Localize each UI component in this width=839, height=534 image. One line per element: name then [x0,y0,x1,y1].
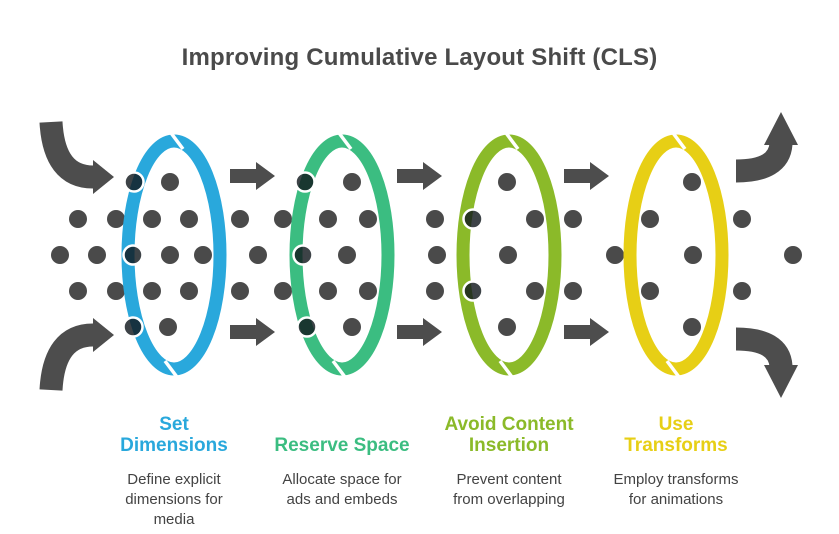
content-dot [733,282,751,300]
shifted-dot [462,280,484,302]
content-dot [498,318,516,336]
content-dot [231,282,249,300]
content-dot [784,246,802,264]
inflow-arrow-top-left-body [39,121,94,189]
content-dot [498,173,516,191]
content-dot [359,282,377,300]
content-dot [684,246,702,264]
outflow-arrow-top-right [735,112,798,183]
flow-arrow-icon [230,318,275,346]
flow-arrow-icon [564,162,609,190]
ring-seam-top [337,131,353,151]
content-dot [641,210,659,228]
step-label-reserve-space: Reserve Space [274,435,410,456]
content-dot [107,210,125,228]
content-dot [606,246,624,264]
step-label-avoid-content-insertion: Avoid Content Insertion [444,414,574,456]
shifted-dot [294,171,316,193]
step-description-use-transforms: Employ transforms for animations [613,471,739,508]
content-dot [159,318,177,336]
ring-seam-top [671,131,687,151]
shifted-dot [123,171,145,193]
content-dot [194,246,212,264]
content-dot [359,210,377,228]
content-dot [683,173,701,191]
content-dot [249,246,267,264]
content-dot [180,282,198,300]
step-column-avoid-content-insertion: Avoid Content Insertion Prevent content … [417,408,601,510]
step-label-set-dimensions: Set Dimensions [120,414,228,456]
content-dot [343,318,361,336]
step-column-use-transforms: Use Transforms Employ transforms for ani… [584,408,768,510]
content-dot [88,246,106,264]
outflow-arrow-bottom-right [735,327,798,398]
inflow-arrow-bottom-left [39,318,114,391]
shifted-dot [122,244,144,266]
outflow-arrow-bottom-right-head [764,365,798,398]
inflow-arrow-top-left-head [93,160,114,194]
ring-seam-top [169,131,185,151]
outflow-arrow-bottom-right-body [735,327,793,368]
content-dot [426,210,444,228]
content-dot [641,282,659,300]
content-dot [51,246,69,264]
inflow-arrow-bottom-left-head [93,318,114,352]
step-column-set-dimensions: Set Dimensions Define explicit dimension… [82,408,266,530]
content-dot [564,282,582,300]
highlighted-dots [122,171,484,338]
step-column-reserve-space: Reserve Space Allocate space for ads and… [250,408,434,510]
flow-arrow-icon [397,162,442,190]
ring-seam-top [504,131,520,151]
step-description-avoid-content-insertion: Prevent content from overlapping [453,471,565,508]
ring-seam-bottom [163,359,179,379]
content-dot [683,318,701,336]
content-dot [180,210,198,228]
content-dot [274,210,292,228]
straight-arrows [230,162,609,346]
content-dot [161,173,179,191]
content-dot [426,282,444,300]
shifted-dot [292,244,314,266]
step-label-use-transforms: Use Transforms [624,414,728,456]
content-dot [319,210,337,228]
content-dot [733,210,751,228]
content-dot [231,210,249,228]
content-dot [343,173,361,191]
ring-seam-bottom [331,359,347,379]
content-dot [274,282,292,300]
flow-arrow-icon [230,162,275,190]
ring-seam-bottom [665,359,681,379]
shifted-dot [122,316,144,338]
inflow-arrow-top-left [39,121,114,194]
content-dot [143,282,161,300]
flow-arrow-icon [397,318,442,346]
content-dot [319,282,337,300]
page-title: Improving Cumulative Layout Shift (CLS) [181,44,658,71]
content-dot [338,246,356,264]
plain-dots [51,173,802,336]
content-dot [69,210,87,228]
shifted-dot [462,208,484,230]
inflow-arrow-bottom-left-body [39,323,94,391]
step-ring-3 [456,134,562,376]
ring-seam-bottom [498,359,514,379]
shifted-dot [296,316,318,338]
content-dot [526,282,544,300]
content-dot [499,246,517,264]
content-dot [161,246,179,264]
flow-arrow-icon [564,318,609,346]
content-dot [107,282,125,300]
step-ring-4 [623,134,729,376]
content-dot [143,210,161,228]
outflow-arrow-top-right-head [764,112,798,145]
content-dot [526,210,544,228]
outflow-arrow-top-right-body [735,142,793,183]
step-description-reserve-space: Allocate space for ads and embeds [282,471,402,508]
content-dot [564,210,582,228]
content-dot [428,246,446,264]
content-dot [69,282,87,300]
step-description-set-dimensions: Define explicit dimensions for media [125,471,223,528]
